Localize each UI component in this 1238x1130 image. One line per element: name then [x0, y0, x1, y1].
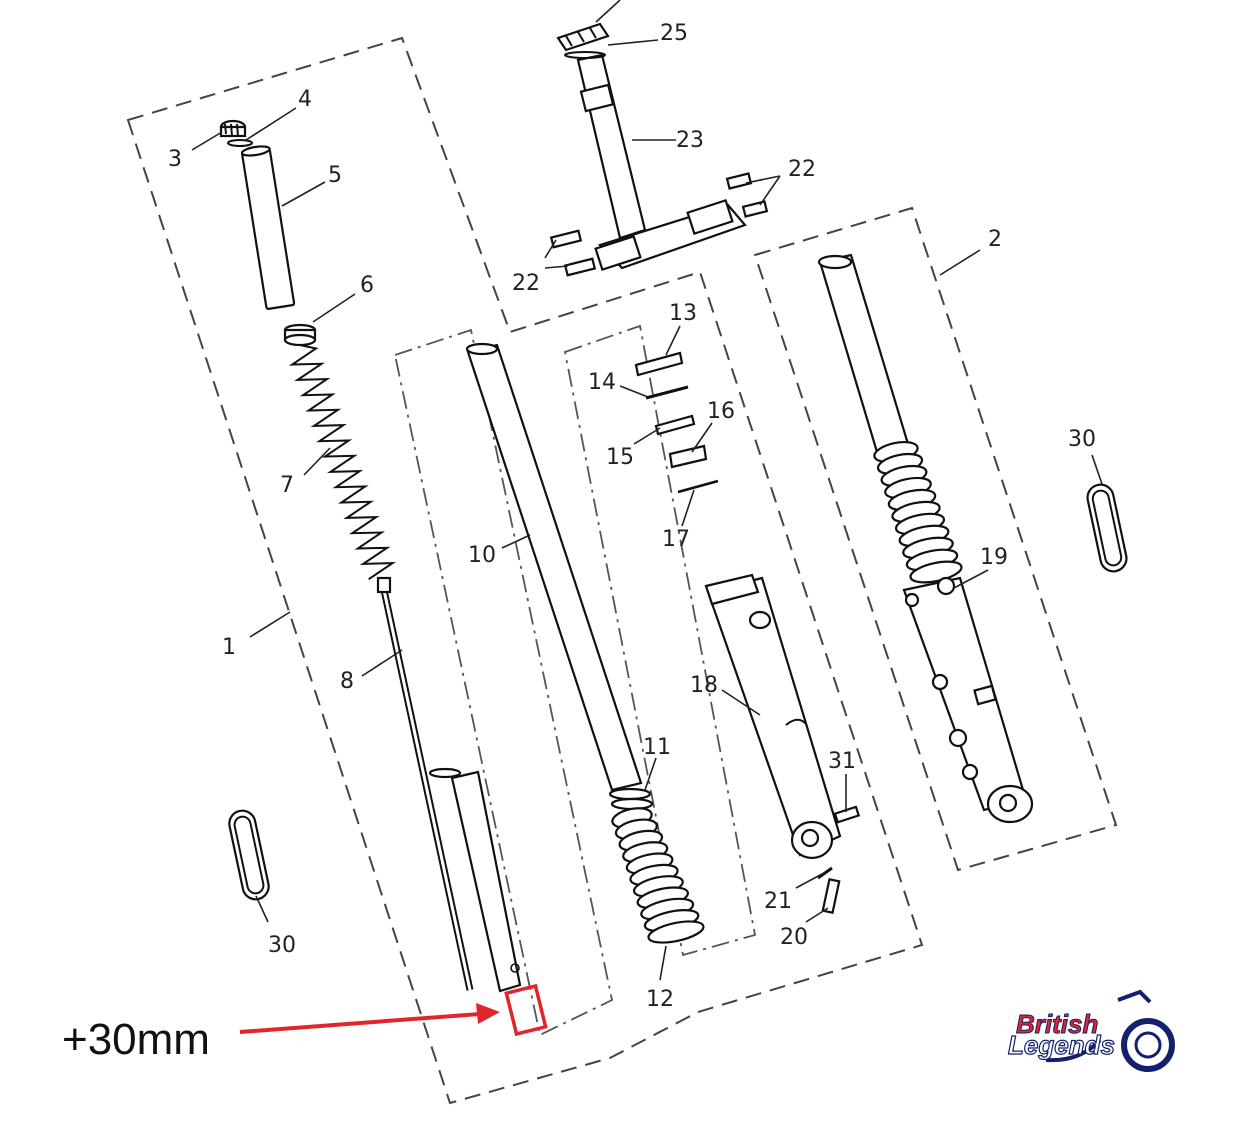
- part-13: [634, 351, 684, 377]
- bellows-fold: [909, 560, 963, 584]
- fork-boot-12: [611, 807, 705, 944]
- callout-12: 12: [646, 987, 674, 1012]
- spring-7: [288, 344, 397, 581]
- british-legends-logo: British Legends: [1007, 989, 1175, 1072]
- damper-rod-8: [376, 576, 474, 991]
- spring-seat-6: [283, 323, 317, 347]
- callout-22-left: 22: [512, 271, 540, 296]
- cap-bolt-3: [219, 119, 247, 138]
- washer-21: [817, 866, 833, 880]
- callout-6: 6: [360, 273, 374, 298]
- screw-31: [833, 805, 861, 824]
- callout-10: 10: [468, 543, 496, 568]
- seal-11: [608, 787, 654, 811]
- callout-5: 5: [328, 163, 342, 188]
- callout-19: 19: [980, 545, 1008, 570]
- assembly-boundary-1: [126, 36, 924, 1105]
- decal-30-left: [228, 809, 270, 901]
- callout-25: 25: [660, 21, 688, 46]
- callout-7: 7: [280, 473, 294, 498]
- logo-line-1: British: [1016, 1009, 1098, 1039]
- inner-tube-10: [465, 342, 643, 792]
- callout-2: 2: [988, 227, 1002, 252]
- callout-14: 14: [588, 370, 616, 395]
- callout-30-left: 30: [268, 933, 296, 958]
- extension-annotation: +30mm: [62, 1003, 500, 1064]
- callout-20: 20: [780, 925, 808, 950]
- callout-13: 13: [669, 301, 697, 326]
- leader-lines: [191, 0, 1103, 981]
- outer-leg-18: [704, 573, 842, 860]
- spacer-tube-5: [240, 145, 296, 311]
- o-ring-4: [227, 139, 253, 147]
- washer-15: [654, 414, 696, 436]
- extension-highlight: [504, 983, 548, 1037]
- callout-4: 4: [298, 87, 312, 112]
- callout-3: 3: [168, 147, 182, 172]
- callout-8: 8: [340, 669, 354, 694]
- subassembly-boundary-inner: [393, 328, 614, 1037]
- callout-22-right: 22: [788, 157, 816, 182]
- callout-30-right: 30: [1068, 427, 1096, 452]
- clip-17: [677, 479, 719, 494]
- bush-16: [668, 444, 708, 469]
- callout-1: 1: [222, 635, 236, 660]
- bellows-fold: [647, 920, 705, 944]
- right-fork-leg-19: [817, 253, 1034, 824]
- circlip-14: [645, 385, 689, 400]
- subassembly-boundary-damper: [563, 324, 757, 957]
- stem-23: [576, 53, 747, 272]
- logo-line-2: Legends: [1008, 1030, 1115, 1060]
- callout-23: 23: [676, 128, 704, 153]
- callout-31: 31: [828, 749, 856, 774]
- extension-label: +30mm: [62, 1015, 210, 1064]
- bolt-20: [821, 878, 841, 914]
- bearing-25: [556, 22, 610, 59]
- callout-17: 17: [662, 527, 690, 552]
- callout-15: 15: [606, 445, 634, 470]
- bolts-22: [549, 172, 769, 277]
- assembly-boundary-2: [753, 206, 1118, 872]
- decal-30-right: [1086, 483, 1128, 573]
- callout-18: 18: [690, 673, 718, 698]
- callout-16: 16: [707, 399, 735, 424]
- callout-21: 21: [764, 889, 792, 914]
- lower-tube: [450, 770, 522, 993]
- callout-11: 11: [643, 735, 671, 760]
